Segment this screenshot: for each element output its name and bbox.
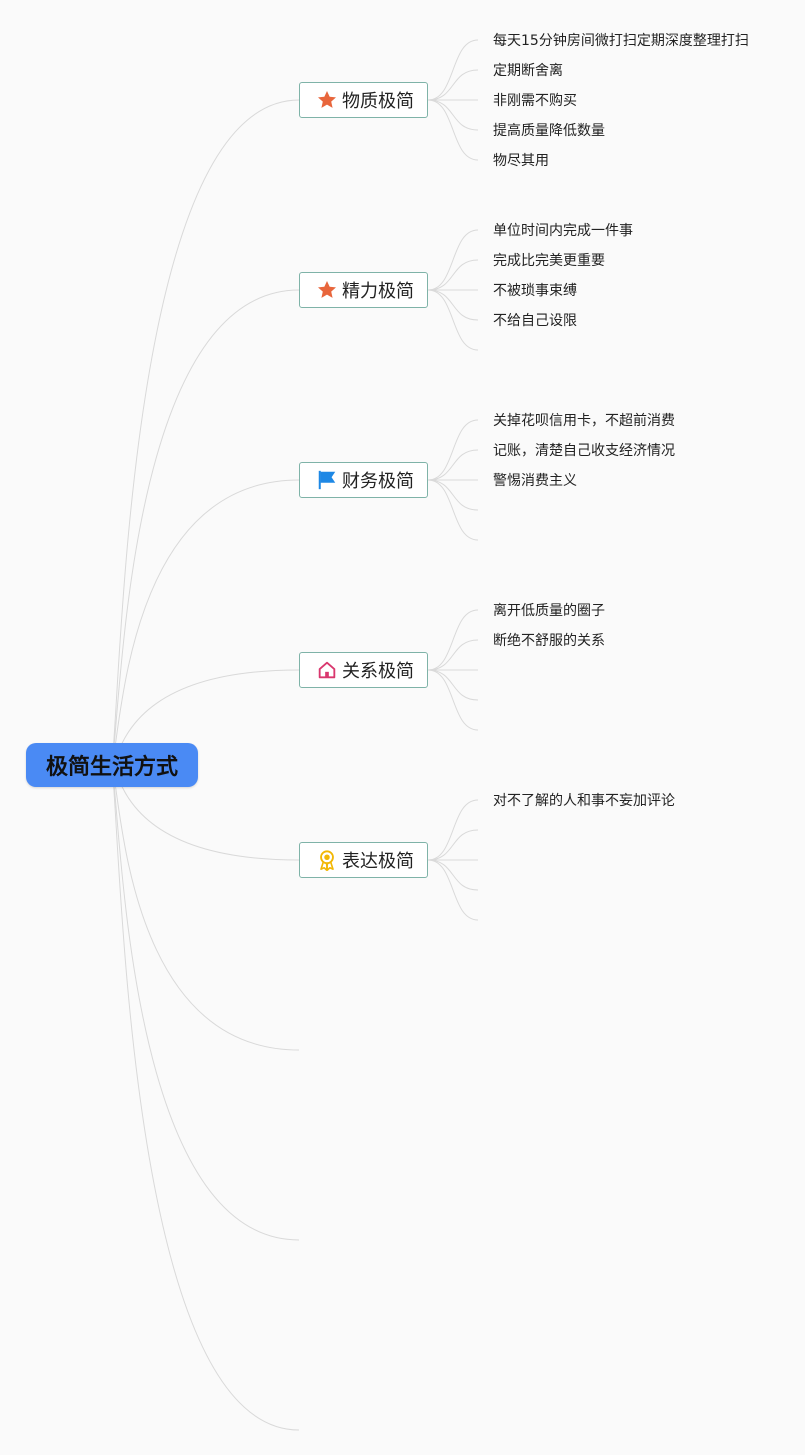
leaf-topic[interactable]: 不被琐事束缚 [493, 283, 577, 299]
root-topic[interactable]: 极简生活方式 [26, 743, 198, 787]
leaf-topic[interactable]: 完成比完美更重要 [493, 253, 605, 269]
leaf-topic[interactable]: 物尽其用 [493, 153, 549, 169]
branch-label: 财务极简 [342, 471, 414, 492]
leaf-topic[interactable]: 断绝不舒服的关系 [493, 633, 605, 649]
branch-topic-relationship[interactable]: 关系极简 [299, 652, 428, 688]
root-branch-connector [111, 99, 300, 766]
leaf-topic[interactable]: 单位时间内完成一件事 [493, 223, 633, 239]
leaf-topic[interactable]: 每天15分钟房间微打扫定期深度整理打扫 [493, 33, 749, 49]
branch-leaf-connector [427, 829, 479, 861]
leaf-topic[interactable]: 非刚需不购买 [493, 93, 577, 109]
leaf-topic[interactable]: 对不了解的人和事不妄加评论 [493, 793, 675, 809]
branch-leaf-connector [427, 859, 479, 921]
branch-leaf-connector [427, 289, 479, 351]
branch-leaf-connector [427, 229, 479, 291]
branch-topic-energy[interactable]: 精力极简 [299, 272, 428, 308]
branch-leaf-connector [427, 639, 479, 671]
leaf-topic[interactable]: 警惕消费主义 [493, 473, 577, 489]
branch-leaf-connector [427, 259, 479, 291]
flag-icon [316, 469, 338, 491]
branch-leaf-connector [427, 479, 479, 511]
branch-topic-expression[interactable]: 表达极简 [299, 842, 428, 878]
root-branch-connector [111, 289, 300, 766]
branch-leaf-connector [427, 669, 479, 731]
leaf-topic[interactable]: 定期断舍离 [493, 63, 563, 79]
branch-leaf-connector [427, 99, 479, 131]
home-icon [316, 659, 338, 681]
branch-label: 表达极简 [342, 851, 414, 872]
branch-leaf-connector [427, 609, 479, 671]
branch-leaf-connector [427, 99, 479, 161]
branch-topic-finance[interactable]: 财务极简 [299, 462, 428, 498]
branch-leaf-connector [427, 289, 479, 321]
branch-label: 精力极简 [342, 281, 414, 302]
branch-leaf-connector [427, 859, 479, 891]
branch-leaf-connector [427, 799, 479, 861]
leaf-topic[interactable]: 不给自己设限 [493, 313, 577, 329]
leaf-topic[interactable]: 提高质量降低数量 [493, 123, 605, 139]
branch-leaf-connector [427, 449, 479, 481]
star-icon [316, 89, 338, 111]
branch-label: 物质极简 [342, 91, 414, 112]
branch-label: 关系极简 [342, 661, 414, 682]
branch-leaf-connector [427, 669, 479, 701]
root-branch-connector [111, 764, 300, 1431]
leaf-topic[interactable]: 记账，清楚自己收支经济情况 [493, 443, 675, 459]
root-branch-connector [111, 764, 300, 1241]
branch-leaf-connector [427, 479, 479, 541]
leaf-topic[interactable]: 离开低质量的圈子 [493, 603, 605, 619]
root-branch-connector [111, 479, 300, 766]
branch-leaf-connector [427, 419, 479, 481]
branch-leaf-connector [427, 39, 479, 101]
root-branch-connector [111, 764, 300, 1051]
root-topic-label: 极简生活方式 [45, 755, 178, 780]
branch-leaf-connector [427, 69, 479, 101]
award-icon [316, 849, 338, 871]
leaf-topic[interactable]: 关掉花呗信用卡，不超前消费 [493, 413, 675, 429]
branch-topic-material[interactable]: 物质极简 [299, 82, 428, 118]
star-icon [316, 279, 338, 301]
